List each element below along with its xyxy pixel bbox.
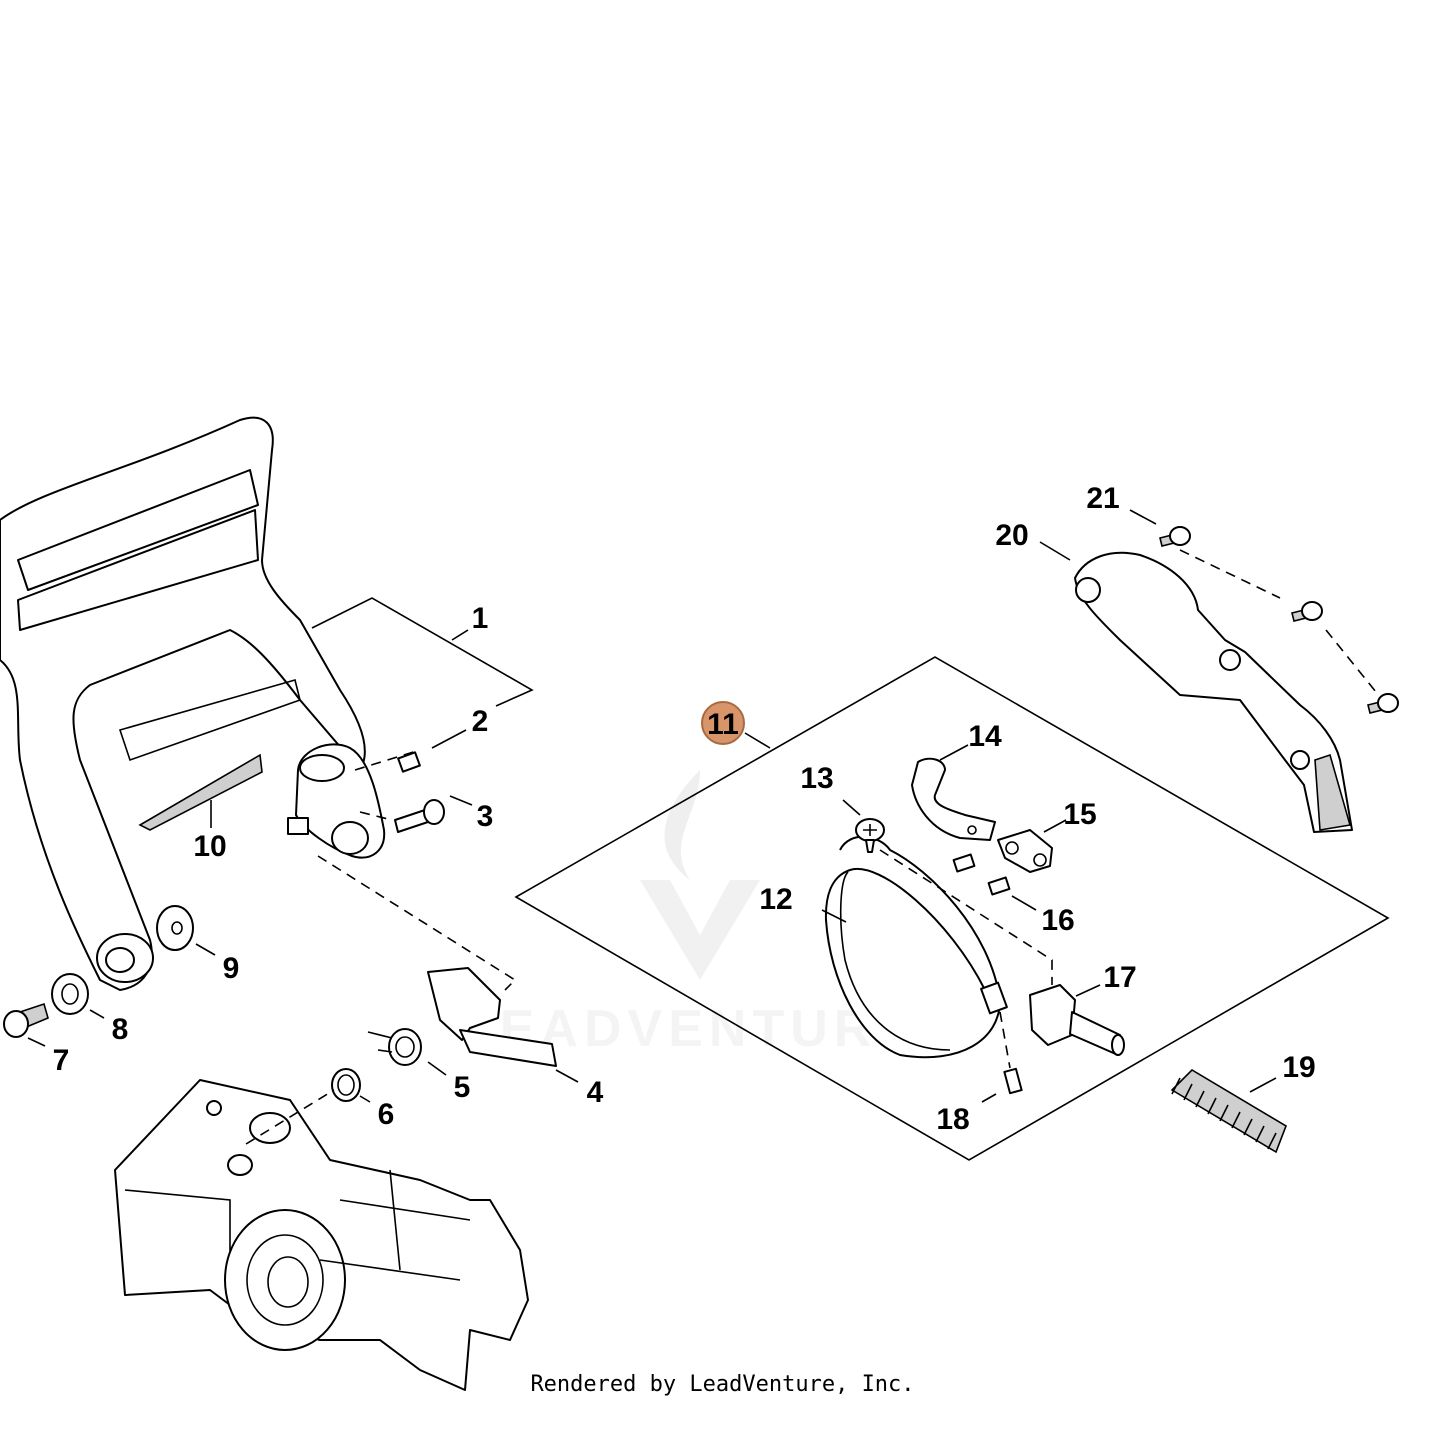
callout-1-bracket	[311, 597, 534, 707]
callout-3[interactable]: 3	[477, 800, 494, 833]
brake-band-part[interactable]	[824, 835, 1008, 1059]
callout-17[interactable]: 17	[1103, 961, 1136, 994]
callout-14[interactable]: 14	[968, 720, 1002, 753]
lever-plate-part[interactable]	[427, 967, 557, 1067]
callout-21[interactable]: 21	[1086, 482, 1119, 515]
callout-15[interactable]: 15	[1063, 798, 1096, 831]
callout-11-badge[interactable]	[701, 701, 745, 745]
callout-7[interactable]: 7	[53, 1044, 70, 1077]
screw-part[interactable]	[394, 799, 445, 833]
cover-plate-part[interactable]	[1074, 551, 1353, 833]
roll-pin-part[interactable]	[1003, 1067, 1023, 1095]
compression-spring-part[interactable]	[1170, 1068, 1287, 1154]
callout-labels: 1 2 3 4 5 6 7 8 9 10 12 13 14 15 16 17 1…	[53, 482, 1316, 1136]
callout-6[interactable]: 6	[378, 1098, 395, 1131]
sleeve-part[interactable]	[331, 1068, 361, 1102]
brake-lever-part[interactable]	[287, 743, 386, 859]
callout-18[interactable]: 18	[936, 1103, 969, 1136]
brake-kit-outline	[514, 656, 1390, 1161]
callout-19[interactable]: 19	[1282, 1051, 1315, 1084]
spacer-part[interactable]	[51, 973, 89, 1015]
crankcase-housing	[114, 1079, 529, 1391]
torx-screw-part[interactable]	[855, 818, 885, 853]
callout-leaders	[27, 509, 1277, 1103]
callout-11-highlight[interactable]: 11	[701, 701, 745, 745]
screw-m-part[interactable]	[3, 1002, 49, 1038]
washer-part[interactable]	[156, 905, 194, 951]
pin-part[interactable]	[397, 751, 421, 773]
callout-9[interactable]: 9	[223, 952, 240, 985]
cover-screws-part[interactable]	[1159, 526, 1399, 714]
callout-10[interactable]: 10	[193, 830, 226, 863]
callout-13[interactable]: 13	[800, 762, 833, 795]
pin-pair-part[interactable]	[952, 853, 1011, 896]
hand-guard-part[interactable]	[0, 416, 366, 991]
brake-lever-plate-part[interactable]	[911, 757, 996, 841]
render-credit: Rendered by LeadVenture, Inc.	[530, 1372, 915, 1397]
callout-8[interactable]: 8	[112, 1013, 129, 1046]
callout-1[interactable]: 1	[472, 602, 489, 635]
dashed-leaders-kit	[879, 849, 1053, 1069]
watermark-flame-icon	[664, 770, 700, 880]
anchor-bolt-part[interactable]	[1029, 984, 1125, 1056]
link-part[interactable]	[997, 829, 1053, 873]
callout-16[interactable]: 16	[1041, 904, 1074, 937]
callout-20[interactable]: 20	[995, 519, 1028, 552]
dashed-leaders-left	[245, 749, 517, 1145]
callout-2[interactable]: 2	[472, 705, 489, 738]
callout-12[interactable]: 12	[759, 883, 792, 916]
torsion-spring-part[interactable]	[367, 1028, 422, 1066]
callout-5[interactable]: 5	[454, 1071, 471, 1104]
callout-11[interactable]: 11	[707, 708, 739, 741]
callout-4[interactable]: 4	[587, 1076, 604, 1109]
watermark-v-icon	[640, 880, 760, 980]
